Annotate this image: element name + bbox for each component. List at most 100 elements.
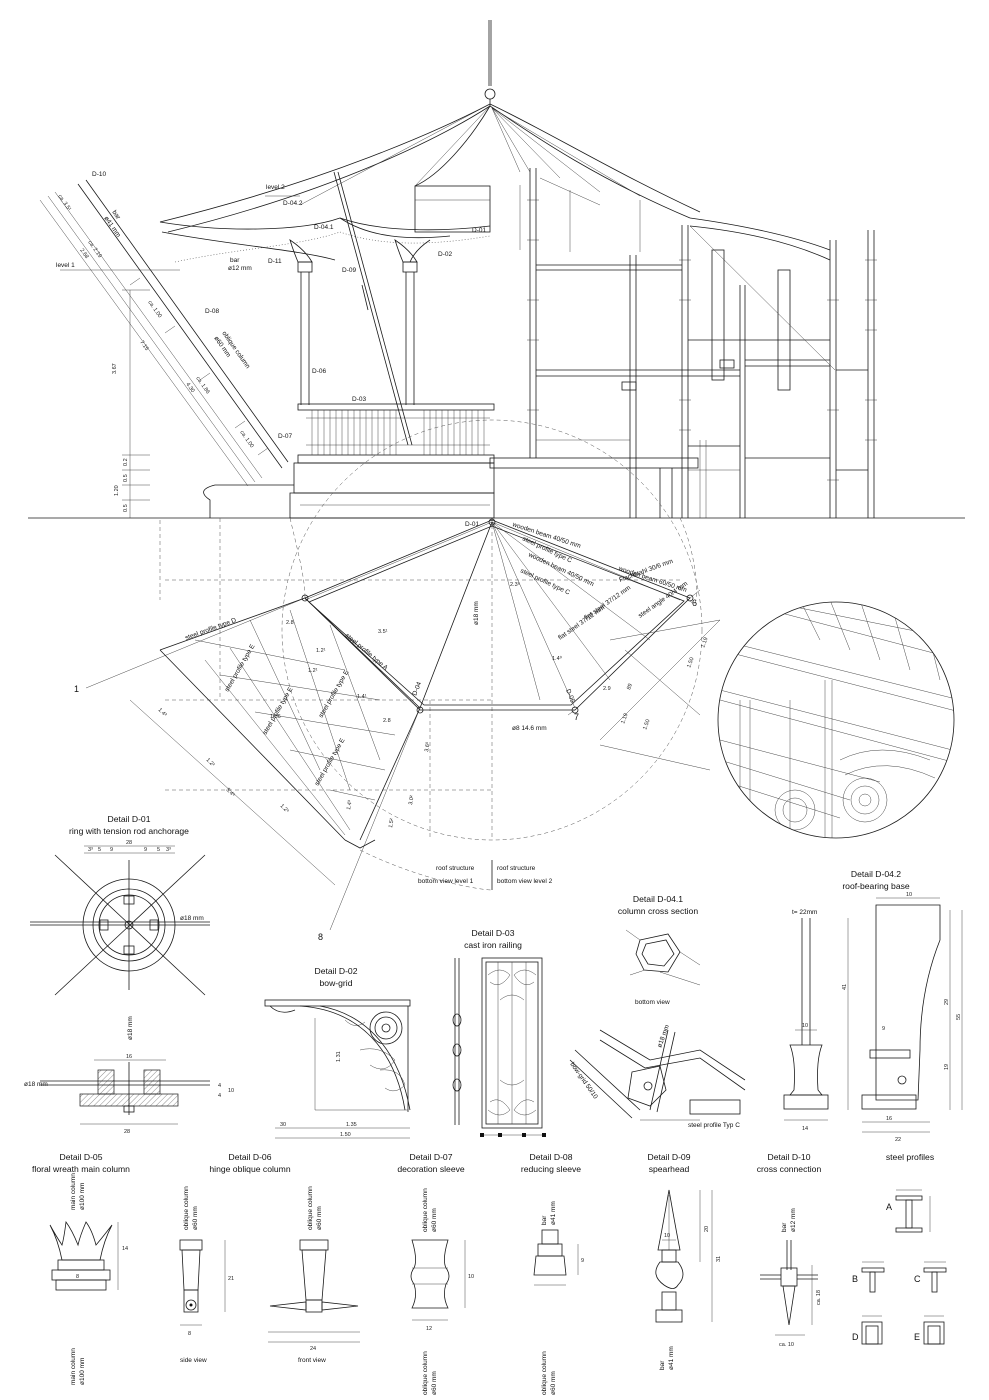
d05-bottom-label: main column bbox=[70, 1348, 77, 1385]
detail-d08: Detail D-08 reducing sleeve bar ø41 mm 9… bbox=[521, 1152, 584, 1395]
d07-title: Detail D-07 bbox=[410, 1152, 453, 1162]
d01-dim-e: 5 bbox=[157, 847, 160, 853]
d10-dim-w: ca. 10 bbox=[779, 1342, 794, 1348]
plan-label-d05: D-05 bbox=[564, 688, 576, 704]
label-d02: D-02 bbox=[438, 251, 452, 258]
d01-dia-c: ø18 mm bbox=[24, 1081, 48, 1088]
detail-d06: Detail D-06 hinge oblique column oblique… bbox=[179, 1152, 360, 1364]
sp-title: steel profiles bbox=[886, 1152, 934, 1162]
label-d01: D-01 bbox=[472, 227, 486, 234]
caption-right-line2: bottom view level 2 bbox=[497, 878, 553, 885]
detail-d03: Detail D-03 cast iron railing bbox=[452, 928, 546, 1137]
point-6: 6 bbox=[692, 598, 697, 608]
plan-label-spe2: steel profile type E bbox=[262, 686, 295, 736]
d05-bottom-dia: ø100 mm bbox=[79, 1358, 86, 1385]
d042-dim-c: 9 bbox=[882, 1026, 885, 1032]
d07-bottom-dia: ø60 mm bbox=[431, 1371, 438, 1395]
d042-subtitle: roof-bearing base bbox=[842, 881, 910, 891]
d02-dim-w1: 1.35 bbox=[346, 1122, 357, 1128]
perspective-vignette bbox=[717, 601, 955, 839]
d07-bottom-label: oblique column bbox=[422, 1351, 429, 1395]
d01-v3: 10 bbox=[228, 1088, 234, 1094]
plan-dim-10: 1.5² bbox=[388, 818, 396, 829]
d07-dim-w: 12 bbox=[426, 1326, 432, 1332]
plan-labels: D-01 D-04 D-05 steel profile type D stee… bbox=[74, 521, 710, 942]
plan-dim-3: 1.2¹ bbox=[308, 668, 318, 674]
label-d08: D-08 bbox=[205, 308, 219, 315]
detail-d02: Detail D-02 bow-grid 1.31 30 1.35 1.50 bbox=[264, 966, 411, 1139]
plan-dim-8: 1.2⁹ bbox=[279, 802, 291, 814]
d05-top-dia: ø100 mm bbox=[79, 1183, 86, 1210]
plan-label-spe3: steel profile type E bbox=[318, 669, 351, 719]
d01-dim-c: 9 bbox=[110, 847, 113, 853]
dim-c: 2.68 bbox=[78, 248, 89, 260]
label-bar-41: bar bbox=[110, 209, 122, 221]
d08-bottom-dia: ø60 mm bbox=[550, 1371, 557, 1395]
elevation-labels: D-10 D-04.2 D-04.1 D-01 D-02 D-11 D-09 D… bbox=[56, 171, 486, 512]
d06-side-dia: ø60 mm bbox=[192, 1206, 199, 1230]
pavilion-elevation bbox=[28, 20, 965, 519]
d041-steel-profile: steel profile Typ C bbox=[688, 1122, 740, 1129]
point-8: 8 bbox=[318, 932, 323, 942]
dim-j: 1.20 bbox=[114, 485, 120, 496]
detail-d07: Detail D-07 decoration sleeve oblique co… bbox=[397, 1152, 474, 1395]
d09-bottom-label: bar bbox=[659, 1360, 666, 1370]
d042-dim-b1: 14 bbox=[802, 1126, 808, 1132]
label-bar-12: bar bbox=[230, 257, 240, 264]
d01-dim-f: 3³ bbox=[166, 847, 171, 853]
detail-d01: Detail D-01 ring with tension rod anchor… bbox=[24, 814, 234, 1135]
dim-g: 4.30 bbox=[184, 382, 195, 394]
d06-title: Detail D-06 bbox=[229, 1152, 272, 1162]
d07-dim-h: 10 bbox=[468, 1274, 474, 1280]
d06-side-view: side view bbox=[180, 1357, 207, 1364]
plan-label-dia18: ø18 mm bbox=[473, 601, 480, 625]
d01-dim-28: 28 bbox=[126, 840, 132, 846]
d041-title: Detail D-04.1 bbox=[633, 894, 683, 904]
plan-label-spe4: steel profile type E bbox=[314, 737, 347, 787]
label-d03: D-03 bbox=[352, 396, 366, 403]
d06-front-view: front view bbox=[298, 1357, 326, 1364]
d042-dim-b2: 16 bbox=[886, 1116, 892, 1122]
d09-dim-h1: 20 bbox=[704, 1226, 710, 1232]
detail-d042: Detail D-04.2 roof-bearing base t= 22mm … bbox=[783, 869, 963, 1143]
d10-subtitle: cross connection bbox=[757, 1164, 822, 1174]
plan-dim-19: 1.19 bbox=[620, 713, 629, 725]
dim-f: ca. 1.86 bbox=[194, 376, 210, 395]
plan-dim-7: 5.4⁶ bbox=[225, 786, 237, 798]
plan-dim-18: 89 bbox=[626, 683, 634, 691]
d01-dim-a: 3³ bbox=[88, 847, 93, 853]
plan-dim-14: 2.3⁶ bbox=[510, 581, 520, 588]
point-1: 1 bbox=[74, 684, 79, 694]
d042-dim-b3: 22 bbox=[895, 1137, 901, 1143]
plan-label-spd: steel profile type D bbox=[184, 617, 237, 642]
plan-label-d04: D-04 bbox=[411, 681, 423, 697]
plan-dim-2: 1.2¹ bbox=[316, 648, 326, 654]
caption-left-line1: roof structure bbox=[436, 865, 475, 872]
d09-dim-w: 10 bbox=[664, 1233, 670, 1239]
plan-label-dia146: ø8 14.6 mm bbox=[512, 725, 547, 732]
plan-dim-6: 1.2² bbox=[205, 757, 216, 768]
d08-bottom-label: oblique column bbox=[541, 1351, 548, 1395]
d06-front-label: oblique column bbox=[307, 1186, 314, 1230]
label-d10: D-10 bbox=[92, 171, 106, 178]
sp-e-label: E bbox=[914, 1332, 920, 1342]
d06-front-dia: ø60 mm bbox=[316, 1206, 323, 1230]
plan-dim-12: 3.6⁰ bbox=[423, 741, 432, 753]
d09-subtitle: spearhead bbox=[649, 1164, 690, 1174]
d02-dim-w0: 30 bbox=[280, 1122, 286, 1128]
d06-side-label: oblique column bbox=[183, 1186, 190, 1230]
d10-top-dia: ø12 mm bbox=[790, 1208, 797, 1232]
sp-b-label: B bbox=[852, 1274, 858, 1284]
plan-label-flst3: flat steel 37/12 mm bbox=[583, 584, 632, 621]
dim-m: 0.5 bbox=[123, 504, 129, 512]
d07-top-dia: ø60 mm bbox=[431, 1208, 438, 1232]
d02-dim-h: 1.31 bbox=[336, 1051, 342, 1062]
d01-dim-b: 5 bbox=[98, 847, 101, 853]
d042-dim-h3: 55 bbox=[956, 1014, 962, 1020]
roof-plan bbox=[85, 419, 721, 931]
d08-dim-h: 9 bbox=[581, 1258, 584, 1264]
point-7: 7 bbox=[574, 712, 579, 722]
sp-a-label: A bbox=[886, 1202, 892, 1212]
label-d06: D-06 bbox=[312, 368, 326, 375]
dim-e: 7.15 bbox=[138, 340, 149, 352]
